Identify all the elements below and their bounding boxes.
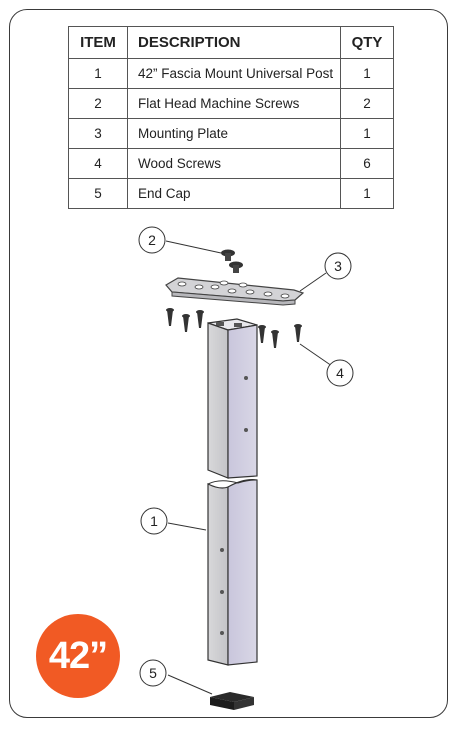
table-row: 1 42” Fascia Mount Universal Post 1 bbox=[68, 58, 394, 89]
table-row: 2 Flat Head Machine Screws 2 bbox=[68, 88, 394, 119]
table-row: 4 Wood Screws 6 bbox=[68, 148, 394, 179]
wood-screw bbox=[182, 314, 190, 332]
mounting-plate bbox=[165, 277, 305, 306]
wood-screw bbox=[271, 330, 279, 348]
cell-description: End Cap bbox=[127, 178, 341, 209]
leader-line-1 bbox=[167, 522, 207, 531]
cell-qty: 6 bbox=[340, 148, 394, 179]
callout-3: 3 bbox=[324, 252, 352, 280]
post-bottom-section bbox=[207, 479, 258, 666]
machine-screw bbox=[221, 249, 235, 261]
cell-description: 42” Fascia Mount Universal Post bbox=[127, 58, 341, 89]
leader-line-4 bbox=[299, 343, 333, 367]
end-cap bbox=[210, 692, 254, 710]
callout-2: 2 bbox=[138, 226, 166, 254]
leader-lines bbox=[165, 240, 333, 695]
parts-table: ITEM DESCRIPTION QTY 1 42” Fascia Mount … bbox=[68, 26, 394, 209]
callout-5: 5 bbox=[139, 659, 167, 687]
wood-screw bbox=[166, 308, 174, 326]
cell-qty: 1 bbox=[340, 178, 394, 209]
leader-line-2 bbox=[165, 240, 222, 254]
height-badge-label: 42” bbox=[48, 634, 108, 677]
table-row: 5 End Cap 1 bbox=[68, 178, 394, 209]
cell-description: Flat Head Machine Screws bbox=[127, 88, 341, 119]
callout-4: 4 bbox=[326, 359, 354, 387]
callout-5-label: 5 bbox=[149, 665, 157, 681]
callout-3-label: 3 bbox=[334, 258, 342, 274]
wood-screws bbox=[166, 308, 302, 348]
cell-description: Mounting Plate bbox=[127, 118, 341, 149]
callout-4-label: 4 bbox=[336, 365, 344, 381]
machine-screws bbox=[221, 249, 243, 273]
wood-screw bbox=[258, 325, 266, 343]
cell-description: Wood Screws bbox=[127, 148, 341, 179]
table-row: 3 Mounting Plate 1 bbox=[68, 118, 394, 149]
header-qty: QTY bbox=[340, 26, 394, 59]
cell-item: 2 bbox=[68, 88, 128, 119]
callout-2-label: 2 bbox=[148, 232, 156, 248]
wood-screw bbox=[294, 324, 302, 342]
height-badge: 42” bbox=[36, 614, 120, 698]
leader-line-5 bbox=[167, 674, 213, 695]
cell-qty: 1 bbox=[340, 58, 394, 89]
leader-line-3 bbox=[299, 272, 327, 292]
post-top-section bbox=[207, 318, 258, 479]
cell-qty: 1 bbox=[340, 118, 394, 149]
machine-screw bbox=[229, 261, 243, 273]
cell-item: 4 bbox=[68, 148, 128, 179]
callout-1-label: 1 bbox=[150, 513, 158, 529]
wood-screw bbox=[196, 310, 204, 328]
callout-1: 1 bbox=[140, 507, 168, 535]
